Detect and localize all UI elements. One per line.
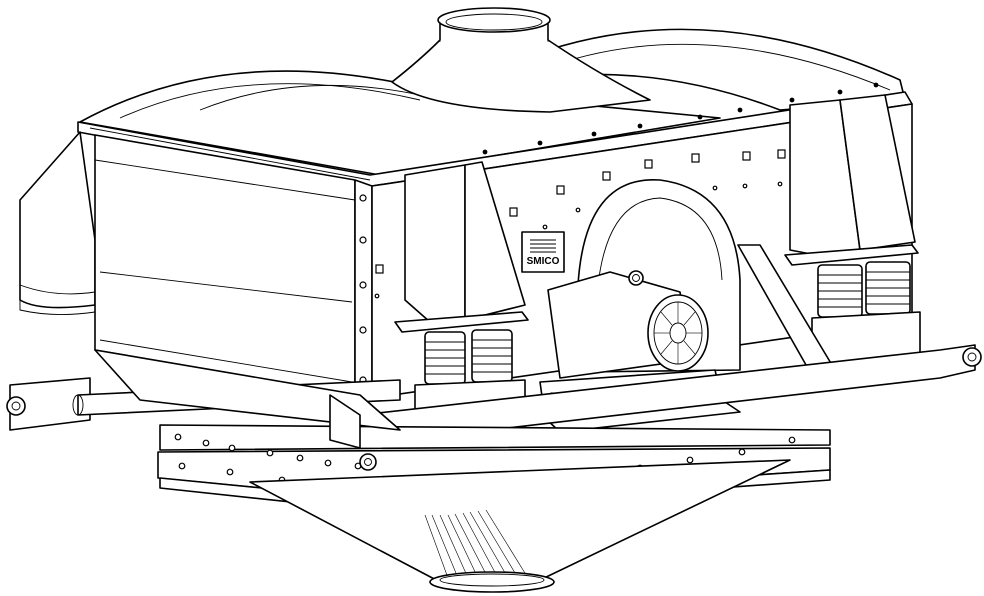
brand-text: SMICO (527, 256, 560, 267)
front-side-strip (354, 179, 373, 399)
rim-bolts (482, 82, 879, 155)
left-discharge-chute (19, 131, 96, 309)
left-rail-pin (6, 396, 26, 416)
outlet-collar (429, 571, 555, 593)
lifting-eye (628, 270, 644, 286)
left-base-rail (9, 377, 91, 431)
inlet-collar (437, 7, 551, 33)
upper-flange-plate (159, 424, 831, 451)
cone-shading-lines (424, 509, 529, 579)
side-strip-bolts (359, 194, 367, 384)
drive-motor (547, 270, 709, 379)
discharge-cone (249, 459, 791, 583)
right-rail-pin (962, 347, 982, 367)
inlet-cone (391, 21, 651, 113)
hopper-side-plate (94, 349, 401, 431)
brand-nameplate: SMICO (521, 231, 565, 273)
left-mount-bracket (404, 164, 466, 323)
left-spring-pair (424, 329, 513, 385)
